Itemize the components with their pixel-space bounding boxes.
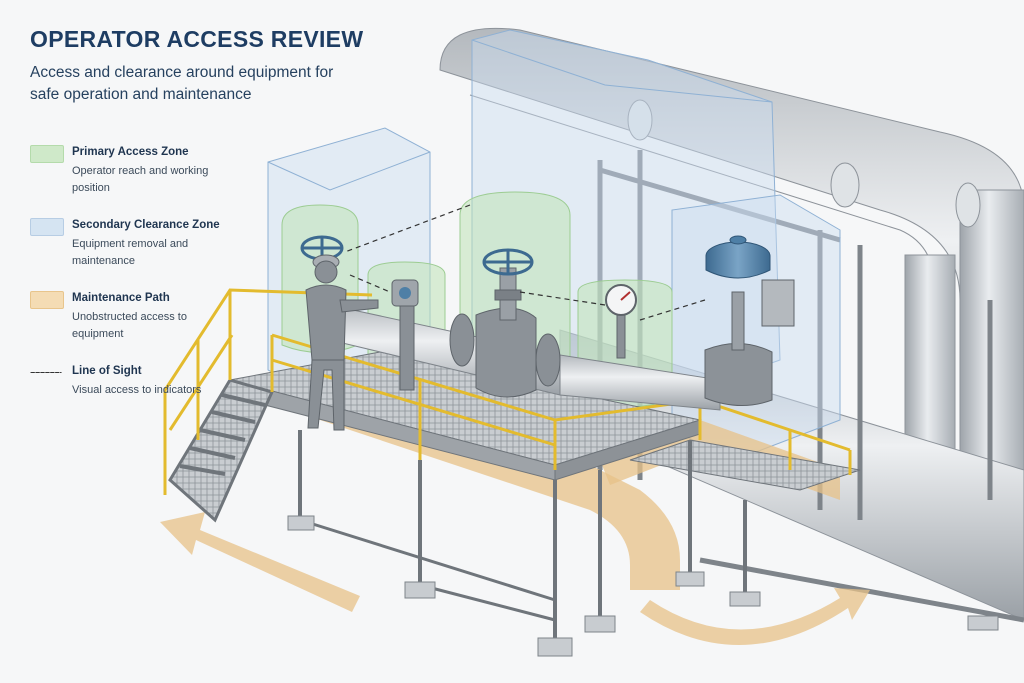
sight-line-transmitter (349, 274, 391, 293)
legend-swatch-primary (30, 145, 64, 163)
page-title: OPERATOR ACCESS REVIEW (30, 26, 364, 52)
legend-description: Visual access to indicators (72, 384, 202, 396)
maintenance-arrow-exit (160, 512, 360, 612)
control-valve (704, 279, 795, 407)
sight-line-actuator (639, 299, 706, 321)
legend-description: Equipment removal and maintenance (72, 238, 189, 267)
page-subtitle: Access and clearance around equipment fo… (30, 64, 334, 103)
maintenance-arrow-curve (640, 588, 870, 646)
legend-label: Primary Access Zone (72, 146, 189, 158)
legend-description: Unobstructed access to equipment (72, 311, 187, 340)
legend-swatch-maintenance (30, 291, 64, 309)
handwheel-icon (482, 248, 534, 276)
footings (287, 515, 999, 657)
gate-valve (475, 267, 537, 398)
legend-label: Secondary Clearance Zone (72, 219, 220, 231)
sight-line-handwheel (344, 204, 471, 253)
legend-item-primary-access-zone: Primary Access Zone Operator reach and w… (30, 144, 230, 217)
legend-item-secondary-clearance-zone: Secondary Clearance Zone Equipment remov… (30, 217, 230, 290)
legend-item-line-of-sight: Line of Sight Visual access to indicator… (30, 363, 230, 436)
access-stairs (168, 378, 275, 523)
legend-swatch-sight (30, 372, 62, 373)
control-valve-actuator-icon (705, 235, 771, 279)
legend-description: Operator reach and working position (72, 165, 209, 194)
transmitter (391, 279, 419, 391)
platform-legs (298, 430, 747, 640)
pressure-gauge-icon (605, 284, 637, 359)
legend-swatch-secondary (30, 218, 64, 236)
legend: Primary Access Zone Operator reach and w… (30, 144, 230, 436)
legend-item-maintenance-path: Maintenance Path Unobstructed access to … (30, 290, 230, 363)
operator-figure-icon (305, 254, 379, 431)
legend-label: Line of Sight (72, 365, 142, 377)
lines-of-sight (344, 204, 706, 321)
legend-label: Maintenance Path (72, 292, 170, 304)
